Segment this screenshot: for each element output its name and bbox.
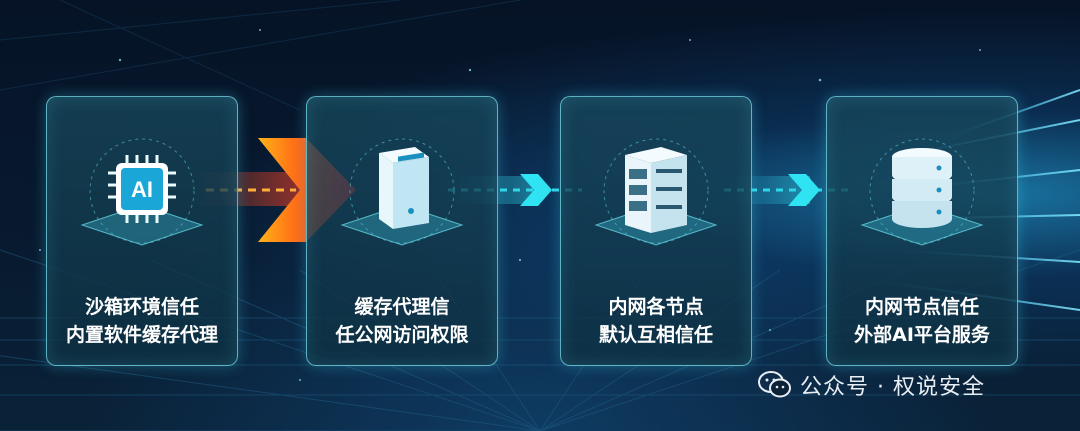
node-label-line1: 内网节点信任 xyxy=(864,296,979,318)
node-label: 内网节点信任 外部AI平台服务 xyxy=(827,293,1017,349)
server-tower-icon xyxy=(379,147,429,229)
node-label-line2: 内置软件缓存代理 xyxy=(65,324,218,346)
node-label-line2: 默认互相信任 xyxy=(598,324,713,346)
server-rack-icon xyxy=(625,147,687,233)
chip-label: AI xyxy=(131,177,153,202)
watermark: 公众号 · 权说安全 xyxy=(758,368,985,402)
node-label-line2: 外部AI平台服务 xyxy=(854,324,990,346)
node-label-line1: 缓存代理信 xyxy=(354,296,450,318)
node-card-intranet-nodes: 内网各节点 默认互相信任 xyxy=(560,96,752,366)
node-label: 沙箱环境信任 内置软件缓存代理 xyxy=(47,293,237,349)
node-card-external-ai: 内网节点信任 外部AI平台服务 xyxy=(826,96,1018,366)
chevron-icon-2-3 xyxy=(520,174,552,206)
node-label-line1: 内网各节点 xyxy=(608,296,704,318)
node-label-line1: 沙箱环境信任 xyxy=(84,296,199,318)
node-card-cache-proxy: 缓存代理信 任公网访问权限 xyxy=(306,96,498,366)
watermark-text: 公众号 · 权说安全 xyxy=(800,375,985,400)
chevron-icon-3-4 xyxy=(788,174,820,206)
node-label-line2: 任公网访问权限 xyxy=(335,324,469,346)
ai-chip-icon: AI xyxy=(108,155,176,223)
node-label: 内网各节点 默认互相信任 xyxy=(561,293,751,349)
wechat-icon xyxy=(758,371,791,398)
node-label: 缓存代理信 任公网访问权限 xyxy=(307,293,497,349)
database-icon xyxy=(892,148,952,228)
node-card-sandbox: AI 沙箱环境信任 内置软件缓存代理 xyxy=(46,96,238,366)
